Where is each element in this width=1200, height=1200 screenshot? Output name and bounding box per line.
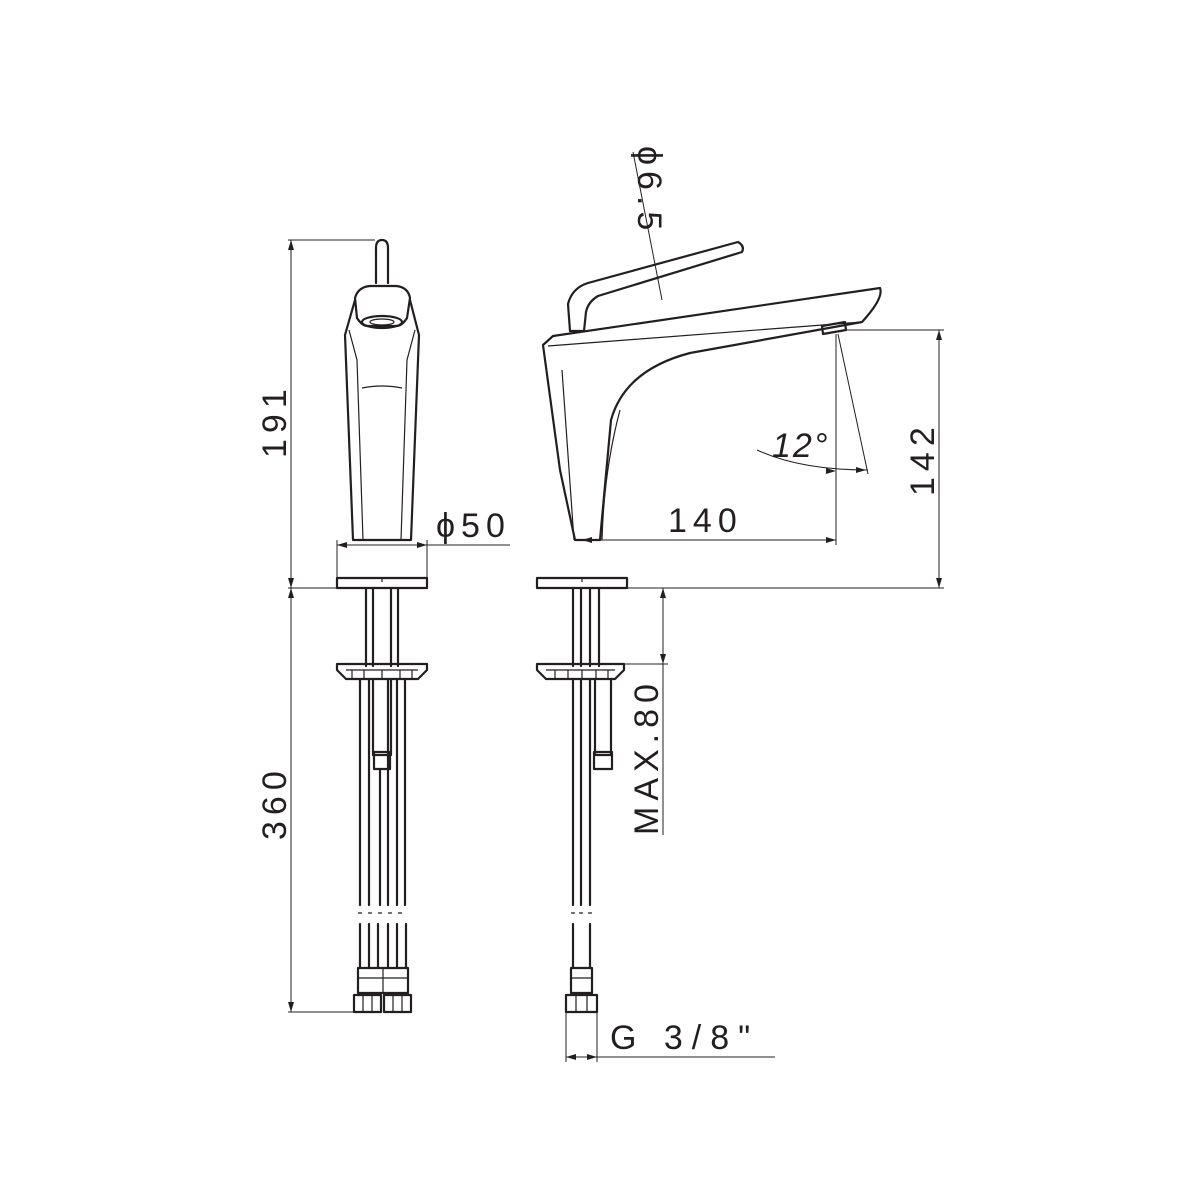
dimension-max-deck: MAX.80 — [628, 678, 666, 835]
lever-handle — [566, 240, 744, 333]
flexible-hose-side — [571, 677, 592, 907]
dimension-spout-angle: 12° — [772, 427, 829, 465]
flexible-hoses-front — [358, 677, 407, 907]
dimension-base-diameter: ϕ50 — [436, 507, 511, 545]
front-view — [335, 238, 429, 1014]
mounting-shanks — [364, 586, 400, 668]
hose-nut-side — [564, 993, 599, 1014]
faucet-body-side — [541, 286, 882, 542]
side-view — [535, 240, 882, 1014]
dimension-hose-360: 360 — [256, 765, 294, 840]
dimension-connection-thread: G 3/8" — [610, 1019, 759, 1057]
dimension-pipe-diameter: ϕ6.5 — [630, 146, 668, 236]
faucet-body-front — [343, 298, 421, 542]
cartridge-ring — [360, 314, 404, 330]
side-dimensions: ϕ6.5 142 140 12° MAX.80 G 3/8" — [565, 146, 944, 1062]
dimension-spout-reach: 140 — [668, 502, 743, 540]
lever-stem — [374, 238, 390, 285]
threaded-rod — [371, 677, 393, 757]
mounting-nut-front — [335, 662, 429, 681]
dimension-height-191: 191 — [256, 383, 294, 458]
front-dimensions: 191 360 ϕ50 — [256, 239, 511, 1013]
hose-ferrules-front — [356, 966, 410, 995]
dimension-spout-height: 142 — [904, 421, 942, 496]
